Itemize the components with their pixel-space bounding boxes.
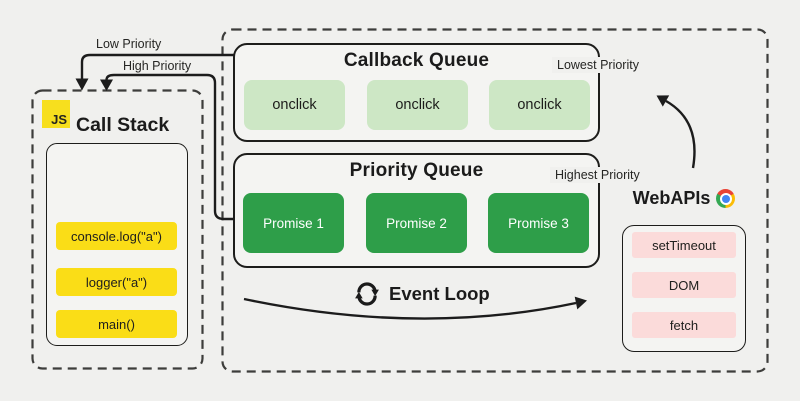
- highest-priority-label: Highest Priority: [550, 167, 645, 183]
- call-stack-frame: main(): [56, 310, 177, 338]
- js-logo-text: JS: [51, 112, 67, 127]
- low-priority-arrow: [75, 53, 238, 91]
- low-priority-label: Low Priority: [96, 37, 162, 51]
- webapis-title: WebAPIs: [632, 188, 711, 208]
- call-stack-dashed-region: [31, 89, 204, 370]
- priority-task: Promise 3: [488, 193, 589, 253]
- webapi-item: setTimeout: [632, 232, 736, 258]
- callback-task: onclick: [244, 80, 345, 130]
- webapi-item: fetch: [632, 312, 736, 338]
- high-priority-arrow: [100, 73, 238, 221]
- webapis-to-queue-arrow: [656, 95, 696, 169]
- js-logo: JS: [42, 100, 70, 128]
- event-loop-label: Event Loop: [389, 283, 490, 304]
- callback-task: onclick: [489, 80, 590, 130]
- runtime-dashed-region: [221, 28, 769, 373]
- webapi-item: DOM: [632, 272, 736, 298]
- callback-queue-title: Callback Queue: [343, 50, 490, 71]
- event-loop-cycle-arrow: [243, 296, 587, 320]
- webapis-header: WebAPIs: [622, 188, 746, 209]
- priority-task: Promise 2: [366, 193, 467, 253]
- chrome-icon: [716, 189, 736, 208]
- lowest-priority-label: Lowest Priority: [552, 57, 644, 73]
- callback-task: onclick: [367, 80, 468, 130]
- call-stack-frame: console.log("a"): [56, 222, 177, 250]
- event-loop: Event Loop: [354, 281, 490, 307]
- call-stack-frame: logger("a"): [56, 268, 177, 296]
- sync-icon: [355, 282, 379, 306]
- priority-queue-title: Priority Queue: [349, 160, 484, 181]
- high-priority-label: High Priority: [123, 59, 192, 73]
- priority-task: Promise 1: [243, 193, 344, 253]
- call-stack-title: Call Stack: [76, 114, 170, 136]
